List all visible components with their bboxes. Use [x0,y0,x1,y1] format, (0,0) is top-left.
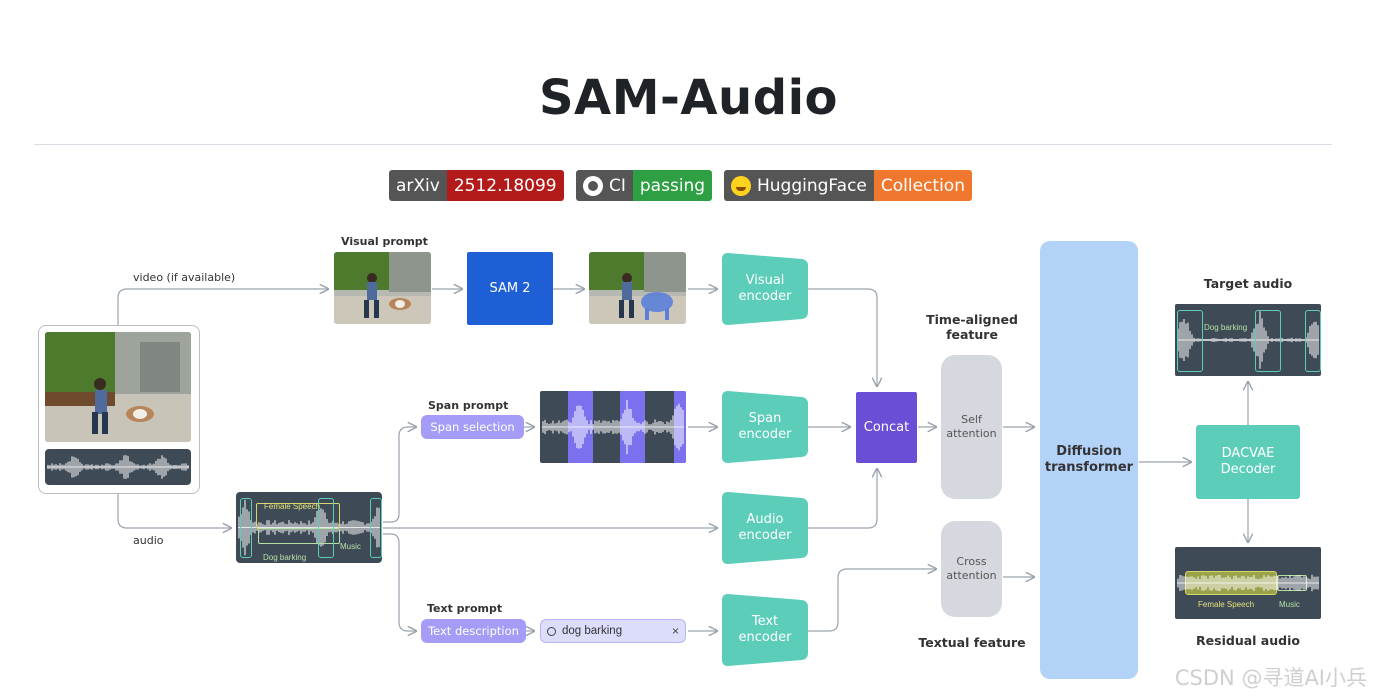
text-encoder-label: Text encoder [738,614,792,645]
ci-badge[interactable]: CI passing [576,170,713,201]
text-prompt-title: Text prompt [427,602,503,615]
page-title: SAM-Audio [538,70,838,126]
target-audio-panel: Dog barking [1175,304,1321,376]
mixture-span-1 [318,498,334,558]
dog-barking-label: Dog barking [263,553,307,562]
dog-barking-region [258,528,340,544]
clear-icon[interactable]: × [671,624,679,638]
dacvae-decoder-node: DACVAE Decoder [1196,425,1300,499]
segmented-frame [589,252,686,324]
ci-badge-label: CI [609,175,626,196]
music-label: Music [340,542,361,551]
span-waveform-panel [540,391,686,463]
arxiv-badge-label: arXiv [389,170,447,201]
ci-badge-value: passing [632,170,713,201]
text-query-value: dog barking [562,625,623,637]
target-span-0 [1177,310,1203,372]
time-aligned-feature-label: Time-aligned feature [926,312,1018,342]
visual-encoder-node: Visual encoder [722,253,808,325]
target-audio-label: Target audio [1203,276,1293,291]
residual-female-speech-label: Female Speech [1198,600,1255,609]
hugging-face-icon [731,175,751,196]
female-speech-label: Female Speech [264,502,321,511]
residual-music-label: Music [1279,600,1300,609]
sam2-node: SAM 2 [467,252,553,325]
target-dog-barking-label: Dog barking [1204,323,1248,332]
span-selection-pill: Span selection [421,415,524,439]
visual-prompt-frame [334,252,431,324]
huggingface-badge-label: HuggingFace [757,175,867,196]
search-icon [547,626,556,636]
concat-node: Concat [856,392,917,463]
span-prompt-title: Span prompt [428,399,509,412]
visual-prompt-title: Visual prompt [341,235,428,248]
self-attention-node: Self attention [941,355,1002,499]
audio-edge-label: audio [133,534,164,547]
video-edge-label: video (if available) [133,271,236,284]
textual-feature-label: Textual feature [918,635,1026,650]
arxiv-badge-value: 2512.18099 [446,170,564,201]
title-divider [34,144,1332,145]
target-span-2 [1305,310,1321,372]
audio-encoder-node: Audio encoder [722,492,808,564]
residual-audio-label: Residual audio [1196,633,1300,648]
arxiv-badge[interactable]: arXiv 2512.18099 [389,170,564,201]
mixture-span-2 [370,498,382,558]
visual-encoder-label: Visual encoder [738,273,792,304]
residual-audio-panel: Female Speech Music [1175,547,1321,619]
audio-encoder-label: Audio encoder [738,512,792,543]
huggingface-badge[interactable]: HuggingFace Collection [724,170,972,201]
text-query-field[interactable]: dog barking × [540,619,686,643]
watermark: CSDN @寻道AI小兵 [1174,666,1367,690]
input-video-thumbnail [45,332,191,442]
diffusion-transformer-node: Diffusion transformer [1040,241,1138,679]
github-icon [583,175,603,196]
text-encoder-node: Text encoder [722,594,808,666]
mixture-audio-panel: Female Speech Dog barking Music [236,492,382,563]
mixture-span-0 [240,498,252,558]
cross-attention-node: Cross attention [941,521,1002,617]
huggingface-badge-value: Collection [873,170,972,201]
input-audio-waveform [45,449,191,485]
target-span-1 [1255,310,1281,372]
span-encoder-node: Span encoder [722,391,808,463]
text-description-pill: Text description [421,619,526,643]
span-encoder-label: Span encoder [738,411,792,442]
